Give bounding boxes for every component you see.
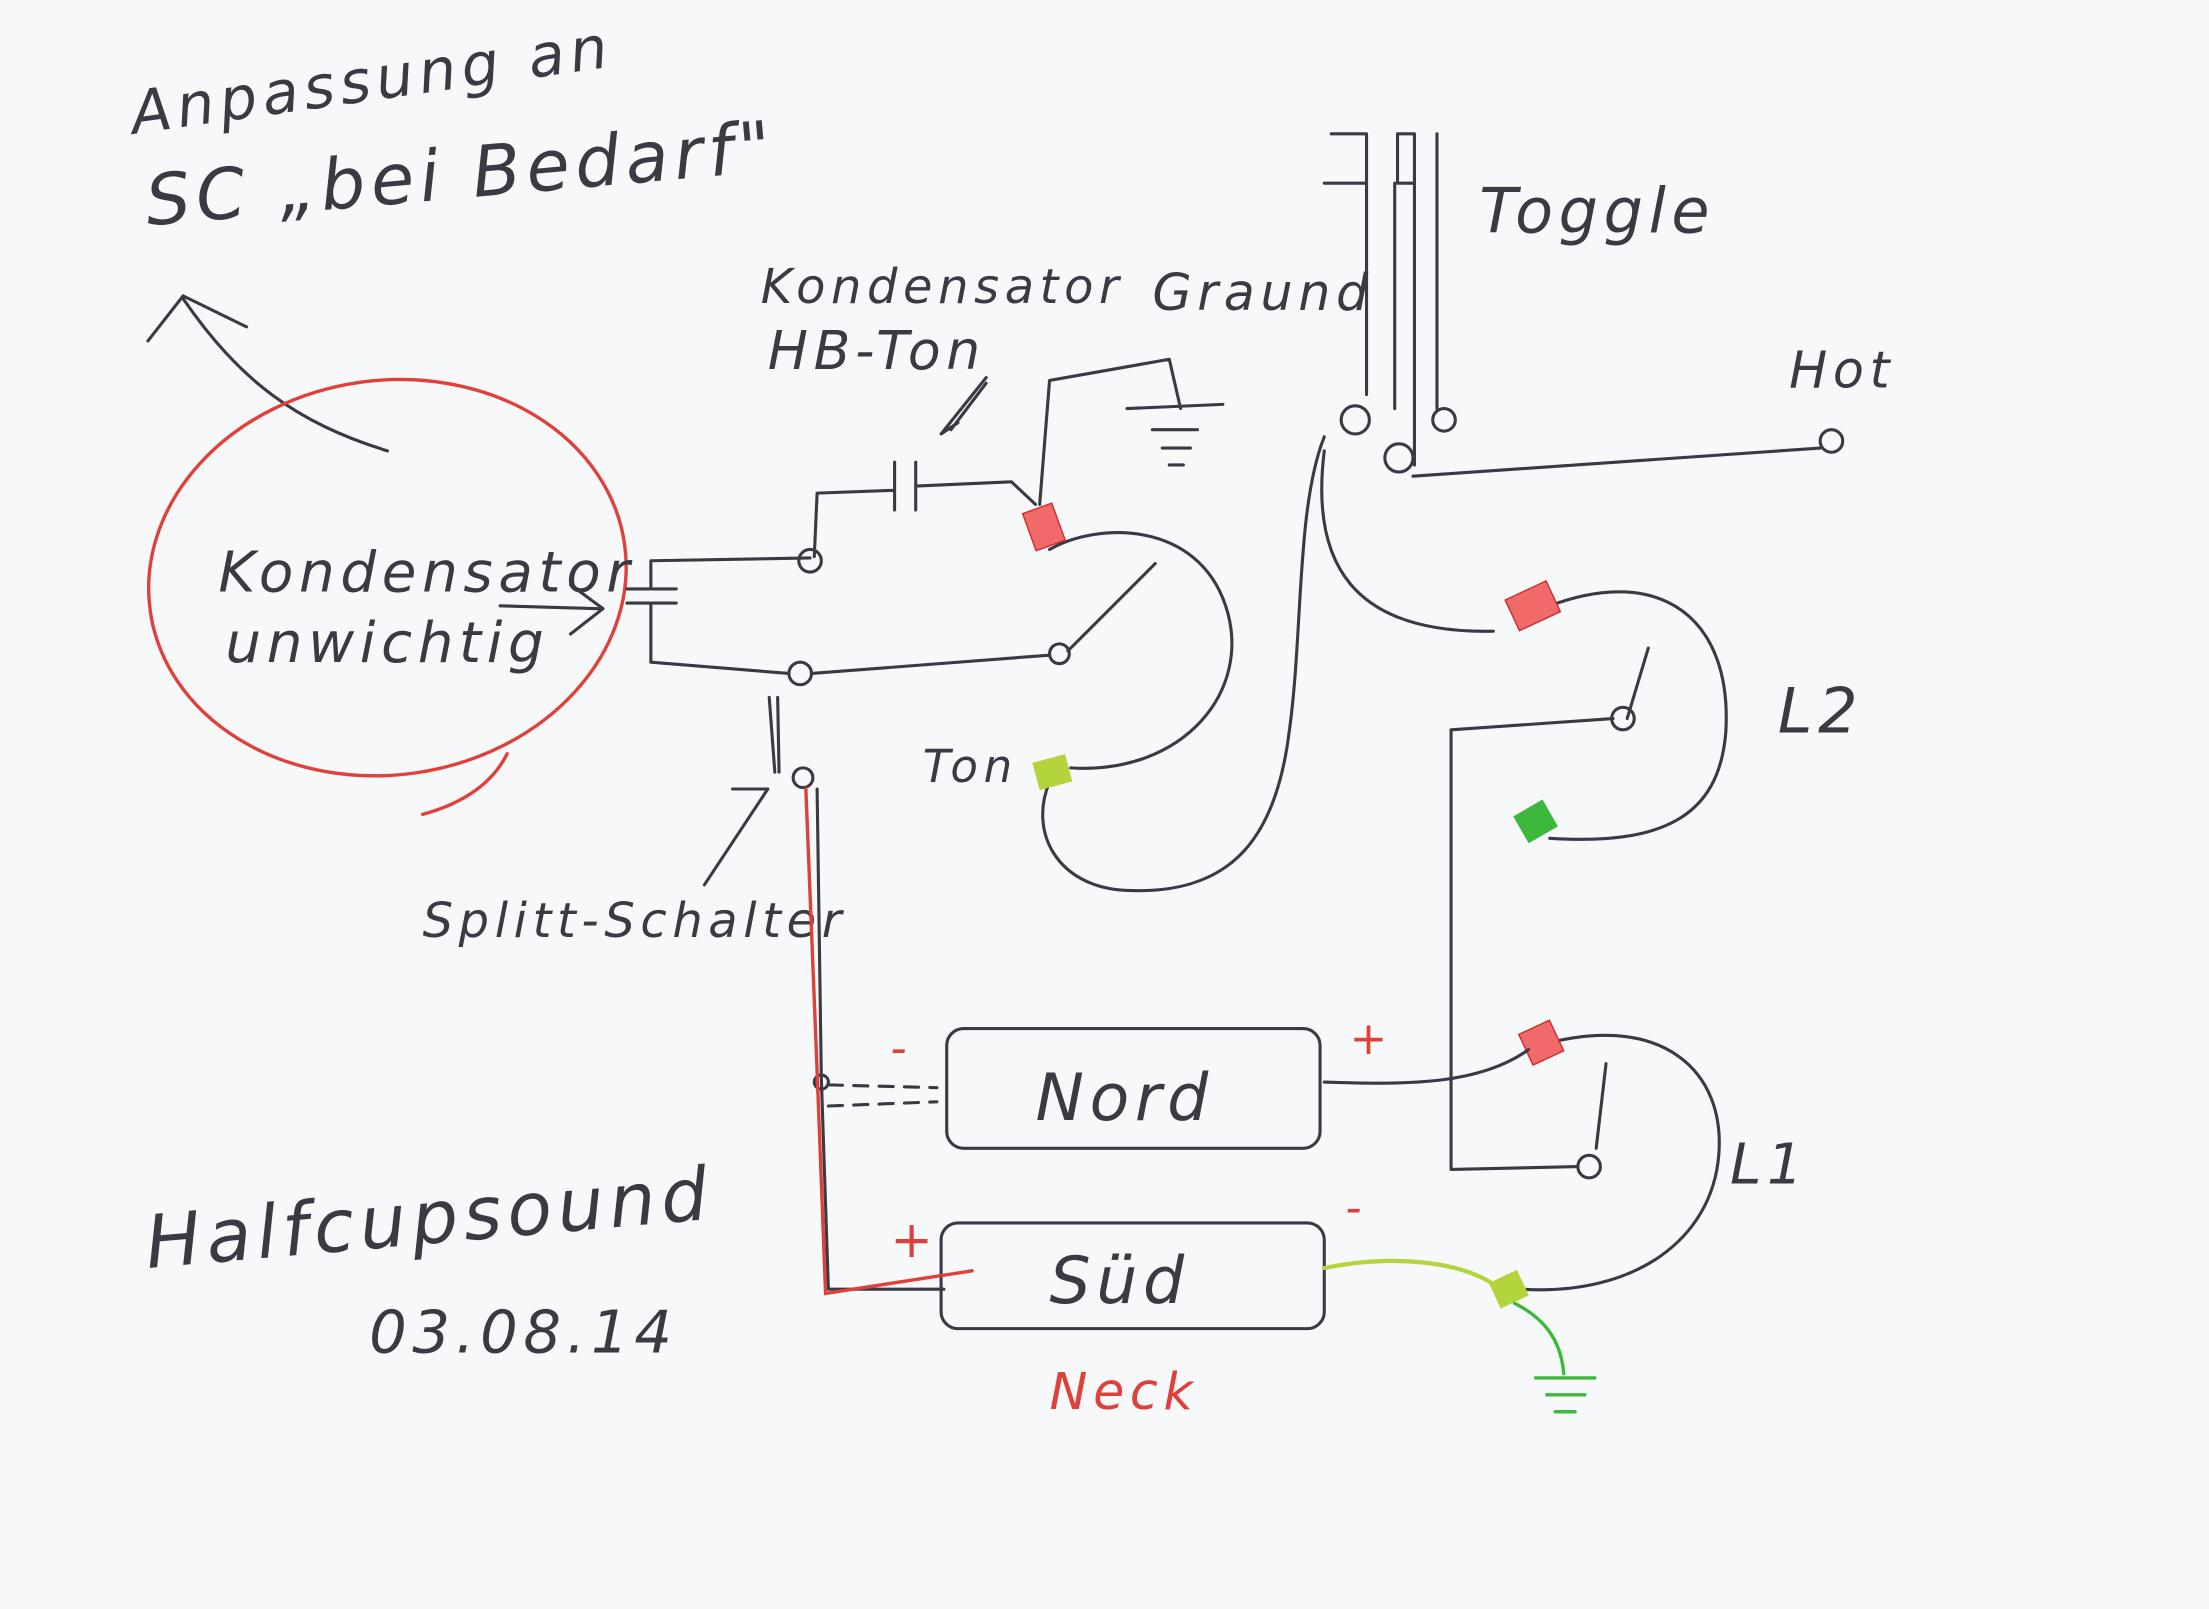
note-cap-unimportant-1: Kondensator	[218, 541, 635, 606]
ground-symbol-green	[1512, 1301, 1597, 1414]
green-marker-l2	[1513, 799, 1558, 844]
wire-switch-to-coils	[815, 787, 946, 1291]
circle-tail	[420, 752, 509, 817]
switch-terminal	[791, 766, 815, 790]
coil-north	[945, 1026, 1322, 1150]
volume-pots-wiring	[1320, 449, 1728, 1292]
unimportant-circle	[146, 377, 628, 778]
arrow-to-capacitor	[498, 583, 605, 636]
split-switch-lever	[767, 695, 781, 774]
pot-terminal-2	[787, 660, 814, 687]
red-marker-l1	[1517, 1019, 1565, 1067]
wire-north-to-l1	[1322, 1048, 1531, 1085]
wire-to-hot	[1411, 446, 1822, 478]
tone-pot-body	[1041, 435, 1326, 893]
toggle-lug-3	[1431, 407, 1457, 433]
l1-wiper	[1576, 1153, 1602, 1180]
pot-terminal-1	[797, 547, 823, 574]
arrow-to-hb-cap	[939, 376, 988, 436]
title-halfcupsound: Halfcupsound	[142, 1152, 716, 1286]
lime-wire-south	[1322, 1258, 1503, 1292]
label-split-switch: Splitt-Schalter	[423, 894, 847, 949]
label-l1: L1	[1730, 1133, 1809, 1198]
arrow-to-split-switch	[702, 787, 770, 887]
label-tone: Ton	[923, 740, 1018, 793]
red-marker-l2	[1504, 580, 1562, 632]
capacitor-symbol-left	[625, 556, 812, 676]
green-marker-tone	[1032, 754, 1073, 791]
toggle-switch	[1322, 132, 1439, 467]
wire-to-tone	[809, 653, 1052, 676]
toggle-lug-2	[1383, 442, 1415, 474]
date: 03.08.14	[369, 1298, 678, 1367]
dashed-link-north	[826, 1083, 939, 1108]
note-cap-unimportant-2: unwichtig	[225, 611, 549, 676]
south-minus: -	[1345, 1181, 1367, 1234]
label-north: Nord	[1035, 1061, 1213, 1136]
label-toggle: Toggle	[1479, 174, 1715, 247]
hot-terminal	[1818, 428, 1845, 454]
note-ground: Graund	[1152, 263, 1373, 322]
label-south: Süd	[1050, 1244, 1190, 1319]
note-cap-hb-1: Kondensator	[761, 260, 1125, 315]
red-wire-switch	[804, 787, 974, 1296]
label-neck: Neck	[1050, 1362, 1199, 1421]
red-marker-tone	[1021, 502, 1067, 552]
north-minus: -	[890, 1022, 912, 1075]
arrow-to-adjust-note	[146, 294, 389, 453]
green-marker-l1	[1488, 1269, 1529, 1309]
hb-capacitor-and-ground	[812, 357, 1225, 559]
l2-wiper	[1610, 705, 1636, 732]
tone-pot-wiper	[1048, 642, 1071, 666]
note-cap-hb-2: HB-Ton	[768, 319, 986, 382]
label-hot: Hot	[1789, 340, 1895, 399]
south-plus: +	[890, 1210, 938, 1269]
toggle-lug-1	[1339, 404, 1371, 436]
north-plus: +	[1350, 1012, 1393, 1065]
label-l2: L2	[1778, 675, 1863, 748]
